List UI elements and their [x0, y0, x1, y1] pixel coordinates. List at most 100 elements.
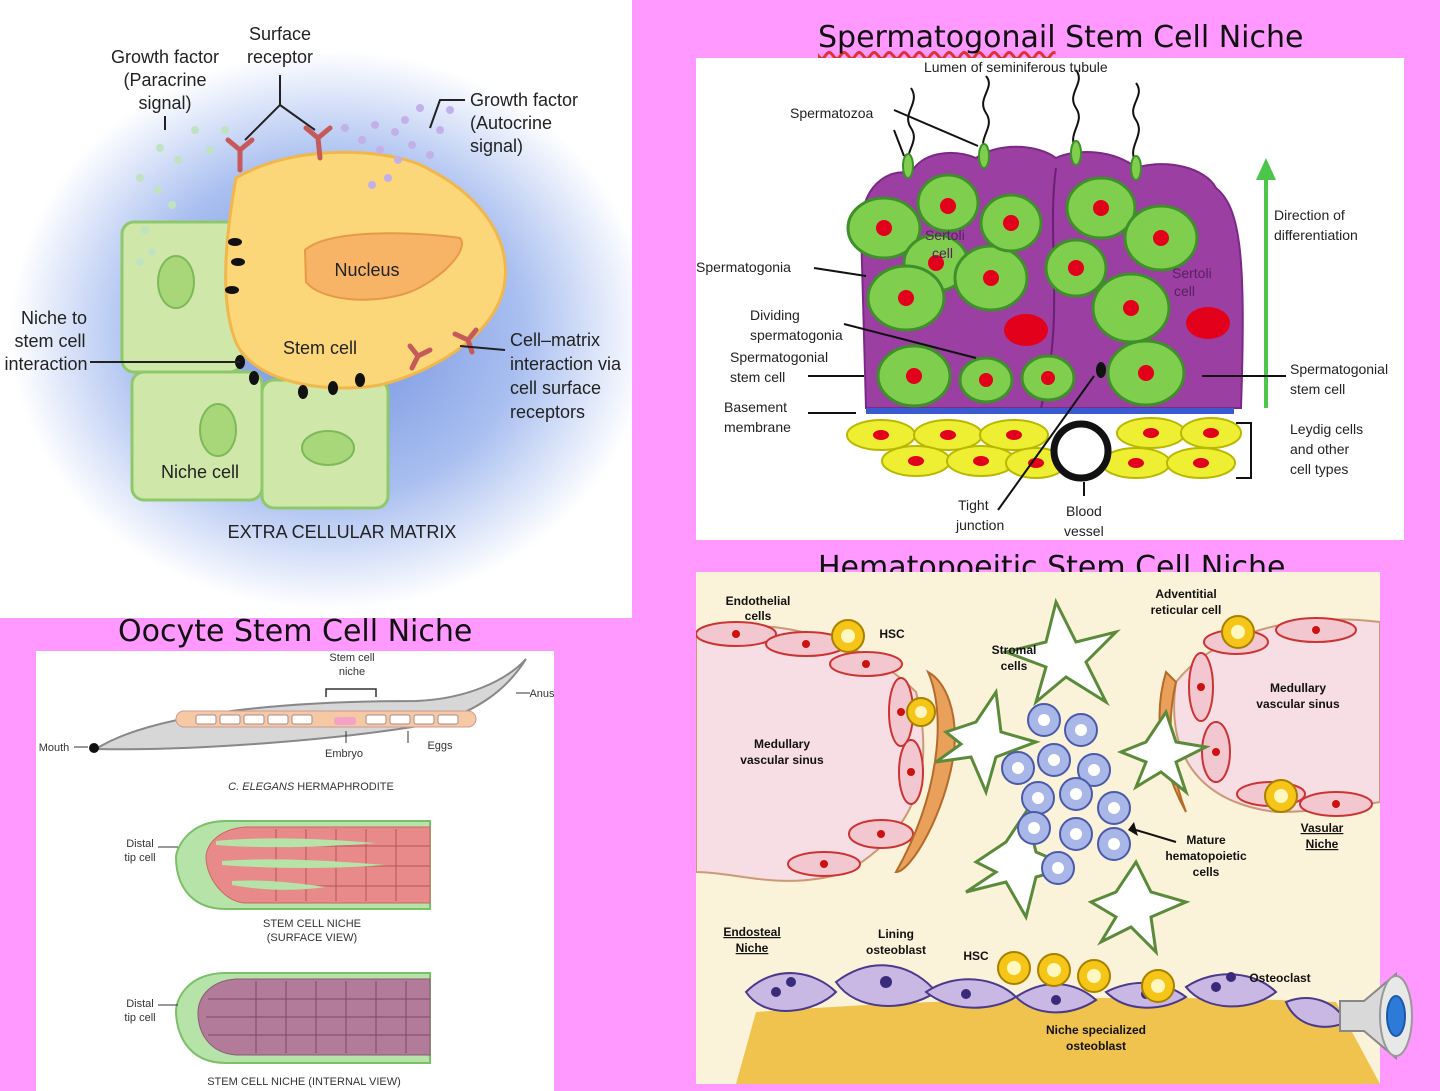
label-lining-2: osteoblast: [866, 943, 926, 957]
label-leydig-3: cell types: [1290, 461, 1348, 477]
label-medullary-right-2: vascular sinus: [1256, 697, 1340, 711]
label-lining-1: Lining: [878, 927, 914, 941]
cell-nuclei: [876, 198, 1230, 387]
label-sertoli-1a: Sertoli: [925, 227, 965, 243]
leydig-cells: [846, 417, 1242, 479]
label-anus: Anus: [529, 688, 554, 700]
label-sertoli-2a: Sertoli: [1172, 265, 1212, 281]
stem-cell-niche-diagram: Growth factor (Paracrine signal) Surface…: [4, 24, 632, 610]
blood-vessel: [1050, 420, 1112, 482]
label-lumen: Lumen of seminiferous tubule: [924, 59, 1108, 75]
spermatogonial-panel: Lumen of seminiferous tubule Spermatozoa…: [696, 58, 1404, 540]
label-hsc-bottom: HSC: [963, 949, 989, 963]
label-distal-1b: tip cell: [124, 852, 155, 864]
label-ssc-right-2: stem cell: [1290, 381, 1345, 397]
label-surface-2: receptor: [247, 47, 313, 67]
spermatogonial-title-rest: Stem Cell Niche: [1055, 20, 1304, 55]
label-vascular-niche-2: Niche: [1306, 837, 1339, 851]
label-direction-2: differentiation: [1274, 227, 1358, 243]
label-niche-osteoblast-1: Niche specialized: [1046, 1023, 1146, 1037]
label-medullary-left-2: vascular sinus: [740, 753, 824, 767]
label-paracrine-2: (Paracrine: [123, 70, 206, 90]
label-leydig-2: and other: [1290, 441, 1349, 457]
label-embryo: Embryo: [325, 748, 363, 760]
label-dividing-1: Dividing: [750, 307, 800, 323]
label-distal-2a: Distal: [126, 998, 154, 1010]
label-autocrine-1: Growth factor: [470, 90, 578, 110]
speaker-icon[interactable]: [1330, 966, 1430, 1066]
hematopoietic-panel: Endothelial cells HSC Stromal cells Adve…: [696, 572, 1380, 1084]
label-paracrine-1: Growth factor: [111, 47, 219, 67]
label-ssc-right-1: Spermatogonial: [1290, 361, 1388, 377]
label-distal-1a: Distal: [126, 838, 154, 850]
label-eggs: Eggs: [427, 740, 453, 752]
worm-body: [92, 658, 527, 751]
label-internal-view: STEM CELL NICHE (INTERNAL VIEW): [207, 1076, 401, 1088]
tight-junction: [1096, 362, 1106, 378]
label-medullary-left-1: Medullary: [754, 737, 810, 751]
label-mature-2: hematopoietic: [1165, 849, 1247, 863]
label-surface-view-1: STEM CELL NICHE: [263, 918, 361, 930]
hematopoietic-diagram: Endothelial cells HSC Stromal cells Adve…: [696, 587, 1380, 1084]
label-niche-stem-1: Niche to: [21, 308, 87, 328]
label-hermaphrodite: C. ELEGANS HERMAPHRODITE: [228, 781, 394, 793]
label-blood-1: Blood: [1066, 503, 1102, 519]
label-tight-1: Tight: [958, 497, 989, 513]
label-direction-1: Direction of: [1274, 207, 1345, 223]
label-autocrine-3: signal): [470, 136, 523, 156]
label-nucleus: Nucleus: [334, 260, 399, 280]
label-mature-1: Mature: [1186, 833, 1226, 847]
oocyte-diagram: Stem cell niche Anus Mouth Embryo Eggs C…: [39, 652, 554, 1088]
label-blood-2: vessel: [1064, 523, 1104, 539]
label-stem-niche-1: Stem cell: [329, 652, 374, 664]
label-sertoli-2b: cell: [1174, 283, 1195, 299]
label-cell-matrix-4: receptors: [510, 402, 585, 422]
label-basement-2: membrane: [724, 419, 791, 435]
label-ecm: EXTRA CELLULAR MATRIX: [228, 522, 457, 542]
label-stem-niche-2: niche: [339, 666, 365, 678]
spermatogonial-diagram: Lumen of seminiferous tubule Spermatozoa…: [696, 59, 1388, 539]
label-spermatogonia: Spermatogonia: [696, 259, 791, 275]
label-endosteal-2: Niche: [736, 941, 769, 955]
label-sertoli-1b: cell: [932, 245, 953, 261]
bone-surface: [736, 997, 1380, 1084]
stem-cell-niche-panel: Growth factor (Paracrine signal) Surface…: [0, 0, 632, 618]
label-stromal-1: Stromal: [992, 643, 1037, 657]
label-endothelial-2: cells: [745, 609, 772, 623]
label-paracrine-3: signal): [138, 93, 191, 113]
label-niche-stem-3: interaction: [4, 354, 87, 374]
spermatogonial-title: Spermatogonail Stem Cell Niche: [818, 20, 1303, 55]
label-dividing-2: spermatogonia: [750, 327, 843, 343]
mature-hematopoietic-cells: [1001, 703, 1131, 885]
label-hsc-top: HSC: [879, 627, 905, 641]
label-leydig-1: Leydig cells: [1290, 421, 1363, 437]
label-stromal-2: cells: [1001, 659, 1028, 673]
label-niche-stem-2: stem cell: [14, 331, 85, 351]
stromal-cells: [935, 597, 1211, 957]
label-autocrine-2: (Autocrine: [470, 113, 552, 133]
label-niche-cell: Niche cell: [161, 462, 239, 482]
label-basement-1: Basement: [724, 399, 787, 415]
label-distal-2b: tip cell: [124, 1012, 155, 1024]
label-ssc-left-1: Spermatogonial: [730, 349, 828, 365]
label-surface-view-2: (SURFACE VIEW): [267, 932, 357, 944]
spermatogonial-title-misspelled: Spermatogonail: [818, 20, 1056, 55]
label-adventitial-1: Adventitial: [1155, 587, 1216, 601]
label-medullary-right-1: Medullary: [1270, 681, 1326, 695]
label-spermatozoa: Spermatozoa: [790, 105, 873, 121]
label-surface-1: Surface: [249, 24, 311, 44]
label-ssc-left-2: stem cell: [730, 369, 785, 385]
label-endothelial-1: Endothelial: [726, 594, 791, 608]
label-hermaphrodite-italic: C. ELEGANS: [228, 781, 295, 793]
label-mature-3: cells: [1193, 865, 1220, 879]
label-mouth: Mouth: [39, 742, 70, 754]
label-osteoclast: Osteoclast: [1249, 971, 1310, 985]
basement-membrane: [866, 408, 1234, 414]
label-stem-cell: Stem cell: [283, 338, 357, 358]
label-vascular-niche-1: Vasular: [1301, 821, 1344, 835]
label-tight-2: junction: [955, 517, 1004, 533]
label-endosteal-1: Endosteal: [723, 925, 780, 939]
nucleus: [303, 232, 463, 301]
label-niche-osteoblast-2: osteoblast: [1066, 1039, 1126, 1053]
label-hermaphrodite-rest: HERMAPHRODITE: [294, 781, 394, 793]
